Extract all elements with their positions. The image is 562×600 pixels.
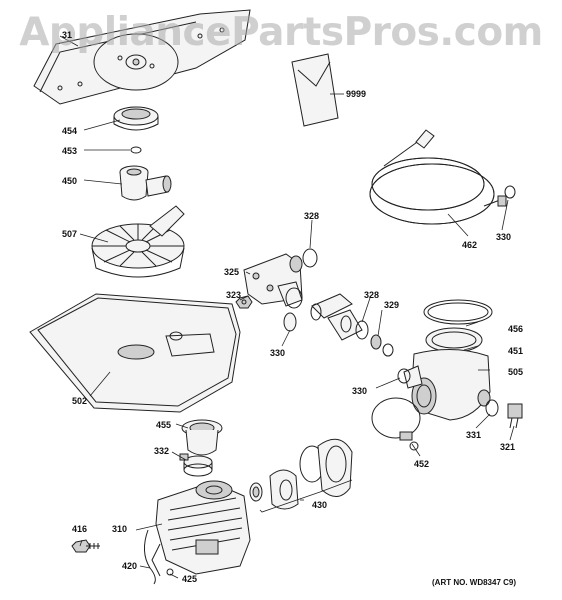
o-ring-part-2 xyxy=(370,334,382,350)
seal-ring-part xyxy=(382,343,394,357)
callout-label: 456 xyxy=(508,324,524,334)
callout-label: 330 xyxy=(496,232,512,242)
large-clamp-part xyxy=(371,397,421,451)
tub-sump-part xyxy=(29,293,241,413)
seal-gasket-part xyxy=(423,299,493,325)
spray-arm-part xyxy=(33,9,251,105)
sensor-part xyxy=(507,403,523,429)
hose-clamp-part-3 xyxy=(283,312,297,332)
check-valve-part xyxy=(181,419,223,456)
callout-label: 502 xyxy=(72,396,88,406)
washer-part xyxy=(166,568,174,576)
callout-label: 507 xyxy=(62,229,78,239)
callout-label: 321 xyxy=(500,442,516,452)
pump-components-part xyxy=(249,438,353,510)
callout-label: 310 xyxy=(112,524,128,534)
hose-clamp-part xyxy=(302,248,318,268)
motor-assembly-part xyxy=(151,480,251,577)
callout-label: 328 xyxy=(304,211,320,221)
callout-label: 332 xyxy=(154,446,170,456)
sump-housing-part xyxy=(397,348,491,421)
callout-label: 453 xyxy=(62,146,78,156)
callout-label: 430 xyxy=(312,500,328,510)
art-number-label: (ART NO. WD8347 C9) xyxy=(432,578,517,587)
callout-label: 325 xyxy=(224,267,240,277)
callout-label: 330 xyxy=(270,348,286,358)
callout-label: 462 xyxy=(462,240,478,250)
callout-label: 420 xyxy=(122,561,138,571)
callout-label: 330 xyxy=(352,386,368,396)
literature-document-part xyxy=(291,53,339,127)
callout-label: 450 xyxy=(62,176,78,186)
drain-pump-part xyxy=(243,253,303,309)
clamp-part-332 xyxy=(179,453,213,477)
callout-label: 505 xyxy=(508,367,524,377)
drain-hose-part xyxy=(369,129,516,225)
filter-assembly-part xyxy=(91,205,185,278)
callout-label: 331 xyxy=(466,430,482,440)
callout-label: 416 xyxy=(72,524,88,534)
o-ring-part xyxy=(130,146,142,154)
callout-label: 328 xyxy=(364,290,380,300)
callout-label: 452 xyxy=(414,459,430,469)
callout-label: 455 xyxy=(156,420,172,430)
callout-label: 31 xyxy=(62,30,73,40)
cover-ring-part xyxy=(425,327,483,353)
callout-label: 454 xyxy=(62,126,78,136)
bearing-ring-part xyxy=(113,106,159,131)
leader-lines xyxy=(59,35,515,579)
spray-manifold-part xyxy=(119,165,172,201)
callout-label: 9999 xyxy=(346,89,367,99)
callout-label: 425 xyxy=(182,574,198,584)
screw-part xyxy=(71,539,100,553)
callout-label: 329 xyxy=(384,300,400,310)
callout-label: 323 xyxy=(226,290,242,300)
connector-pipe-part xyxy=(310,293,363,341)
callout-label: 451 xyxy=(508,346,524,356)
clamp-part-331 xyxy=(485,399,499,417)
